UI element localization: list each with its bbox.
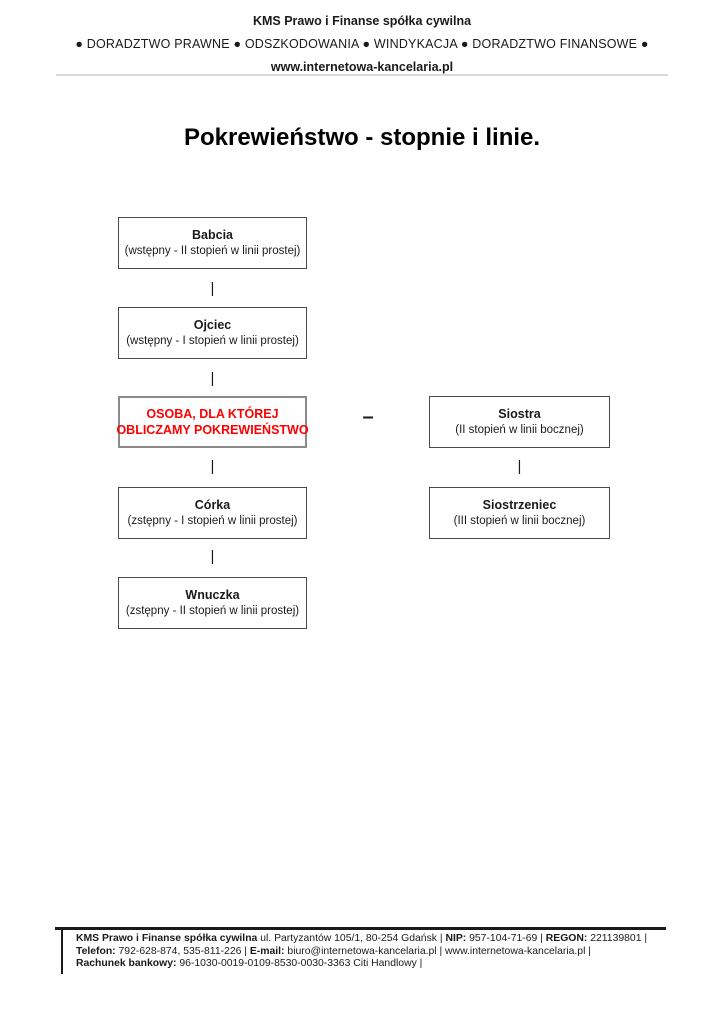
box-title: Siostra [498, 407, 541, 422]
footer-text-block: KMS Prawo i Finanse spółka cywilna ul. P… [61, 930, 666, 974]
box-subtitle: (zstępny - I stopień w linii prostej) [127, 514, 298, 527]
header-divider [56, 74, 668, 76]
box-title: Wnuczka [185, 588, 240, 603]
page-title: Pokrewieństwo - stopnie i linie. [183, 124, 541, 151]
document-header: KMS Prawo i Finanse spółka cywilna ● DOR… [56, 14, 668, 74]
document-footer: KMS Prawo i Finanse spółka cywilna ul. P… [55, 927, 666, 974]
box-subtitle: (wstępny - II stopień w linii prostej) [124, 244, 301, 257]
box-title: Babcia [192, 228, 233, 243]
box-title: Siostrzeniec [482, 498, 557, 513]
box-subtitle: (III stopień w linii bocznej) [453, 514, 586, 527]
box-title-line2: OBLICZAMY POKREWIEŃSTWO [116, 423, 309, 437]
box-siostrzeniec: Siostrzeniec (III stopień w linii boczne… [429, 487, 610, 539]
footer-line-address: KMS Prawo i Finanse spółka cywilna ul. P… [76, 933, 648, 944]
connector-vertical: | [210, 458, 215, 475]
connector-vertical: | [210, 280, 215, 297]
box-babcia: Babcia (wstępny - II stopień w linii pro… [118, 217, 307, 269]
box-title-line1: OSOBA, DLA KTÓREJ [146, 406, 279, 421]
footer-line-contact: Telefon: 792-628-874, 535-811-226 | E-ma… [76, 945, 591, 957]
website-url: www.internetowa-kancelaria.pl [270, 60, 454, 74]
box-siostra: Siostra (II stopień w linii bocznej) [429, 396, 610, 448]
footer-line-bank: Rachunek bankowy: 96-1030-0019-0109-8530… [76, 958, 423, 970]
box-title: Ojciec [193, 318, 232, 333]
box-subtitle: (wstępny - I stopień w linii prostej) [126, 334, 299, 347]
box-subtitle: (II stopień w linii bocznej) [455, 423, 584, 436]
box-osoba-highlighted: OSOBA, DLA KTÓREJ OBLICZAMY POKREWIEŃSTW… [116, 396, 309, 448]
services-list: ● DORADZTWO PRAWNE ● ODSZKODOWANIA ● WIN… [75, 37, 649, 51]
box-wnuczka: Wnuczka (zstępny - II stopień w linii pr… [118, 577, 307, 629]
box-title: Córka [194, 498, 231, 513]
box-corka: Córka (zstępny - I stopień w linii prost… [118, 487, 307, 539]
connector-vertical: | [210, 548, 215, 565]
company-name: KMS Prawo i Finanse spółka cywilna [252, 14, 472, 28]
connector-horizontal-dash: – [362, 406, 374, 428]
box-subtitle: (zstępny - II stopień w linii prostej) [125, 604, 300, 617]
box-ojciec: Ojciec (wstępny - I stopień w linii pros… [118, 307, 307, 359]
connector-vertical: | [517, 458, 522, 475]
connector-vertical: | [210, 370, 215, 387]
